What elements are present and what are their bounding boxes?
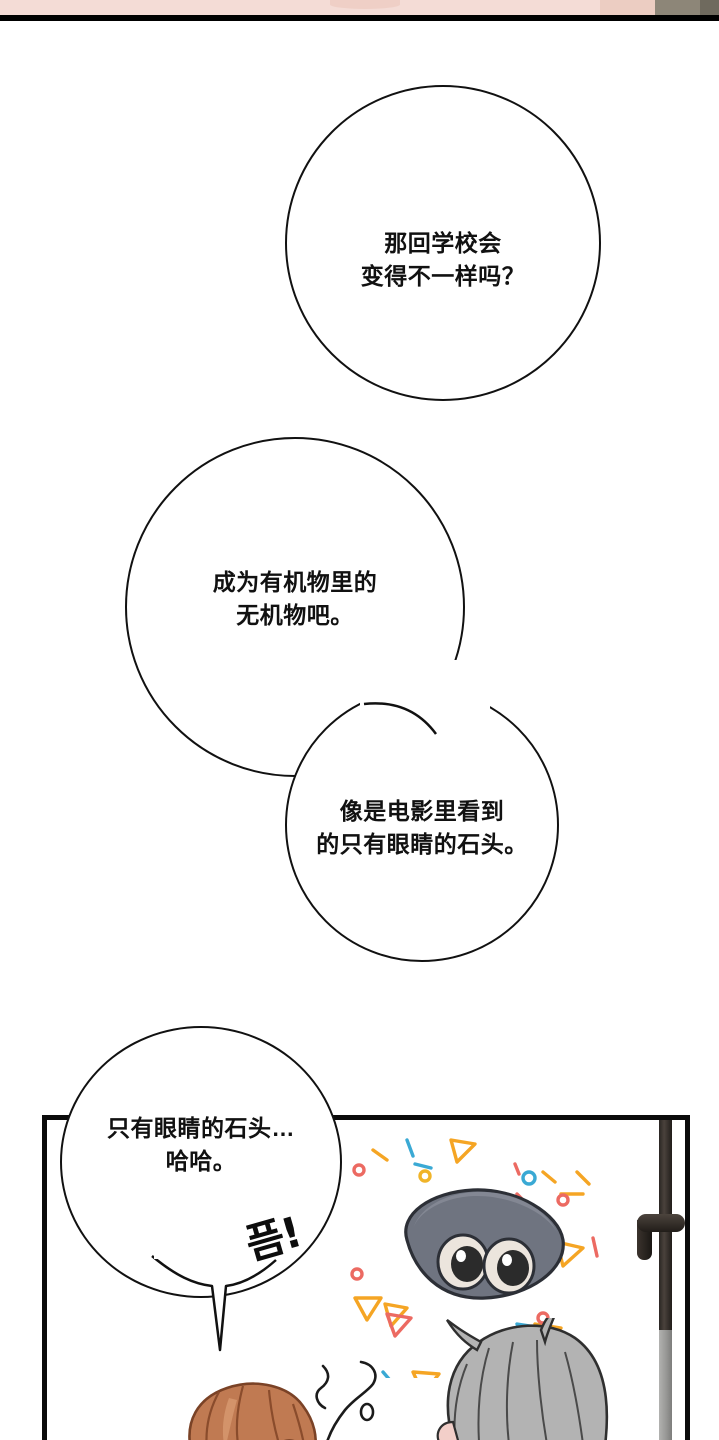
speech-bubble-3-text: 像是电影里看到 的只有眼睛的石头。 [316, 798, 528, 857]
speech-bubble-4-text: 只有眼睛的石头… 哈哈。 [107, 1115, 295, 1174]
speech-bubble-1: 那回学校会 变得不一样吗？ [285, 85, 601, 401]
brown-haired-character [188, 1382, 317, 1440]
stand-pole-lower [659, 1330, 672, 1440]
sweat-drop-marks [315, 1360, 377, 1440]
panel-divider [0, 15, 719, 21]
rock-with-eyes-icon [404, 1188, 565, 1300]
previous-panel-strip [0, 0, 719, 21]
gray-haired-character [436, 1318, 609, 1440]
speech-bubble-1-text: 那回学校会 变得不一样吗？ [360, 230, 526, 289]
bubble-join-mask [360, 660, 490, 780]
speech-bubble-2-text: 成为有机物里的 无机物吧。 [212, 569, 378, 628]
speech-bubble-4-tail [151, 1250, 277, 1352]
previous-panel-shadow [330, 0, 400, 9]
stand-knob [637, 1214, 685, 1232]
previous-panel-prop-edge [700, 0, 719, 15]
previous-panel-face [600, 0, 660, 15]
